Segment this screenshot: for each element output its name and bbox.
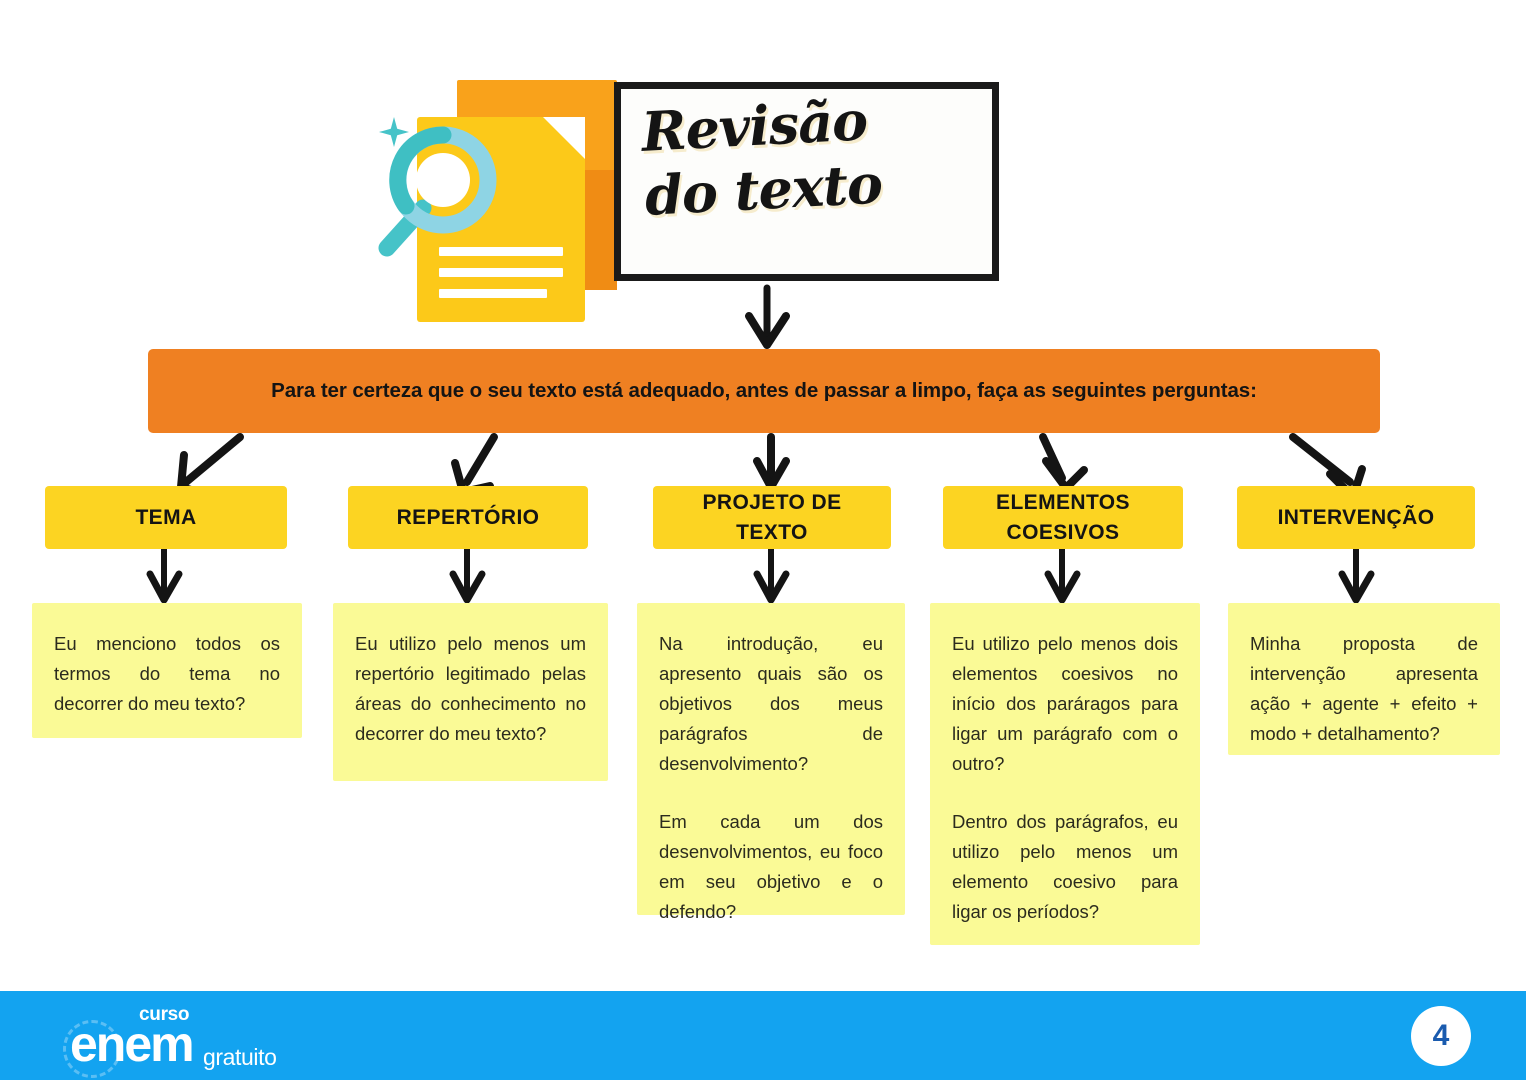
document-text-lines	[439, 247, 563, 310]
logo-enem-text: enem	[70, 1016, 195, 1072]
page-fold-icon	[543, 117, 585, 159]
question-text: Minha proposta de intervenção apresenta …	[1250, 633, 1478, 744]
category-box-repertorio[interactable]: REPERTÓRIO	[348, 486, 588, 549]
category-box-intervencao[interactable]: INTERVENÇÃO	[1237, 486, 1475, 549]
logo-gratuito-text: gratuito	[203, 1044, 277, 1070]
doc-line	[439, 268, 563, 277]
page-number-badge: 4	[1411, 1006, 1471, 1066]
category-label: TEMA	[135, 505, 197, 529]
header-section: Revisão do texto	[0, 0, 1526, 340]
question-text: Na introdução, eu apresento quais são os…	[659, 633, 883, 774]
category-label: ELEMENTOS COESIVOS	[996, 490, 1130, 544]
footer-bar: curso enem gratuito	[0, 991, 1526, 1080]
category-label: PROJETO DE TEXTO	[702, 490, 842, 544]
instruction-banner-text: Para ter certeza que o seu texto está ad…	[271, 379, 1257, 402]
brand-logo[interactable]: curso enem gratuito	[63, 1001, 323, 1078]
category-label: REPERTÓRIO	[396, 505, 540, 529]
arrow-banner-to-repertorio	[451, 433, 498, 496]
question-card-projeto-de-texto: Na introdução, eu apresento quais são os…	[637, 603, 905, 922]
document-illustration	[375, 75, 635, 330]
sparkle-icon	[379, 117, 409, 147]
question-text: Eu utilizo pelo menos um repertório legi…	[355, 633, 586, 744]
arrow-elementos-to-card	[1044, 546, 1081, 604]
question-text: Eu menciono todos os termos do tema no d…	[54, 633, 280, 714]
page-title: Revisão do texto	[640, 88, 884, 228]
arrow-banner-to-elementos	[1039, 433, 1088, 492]
doc-line	[439, 247, 563, 256]
category-box-tema[interactable]: TEMA	[45, 486, 287, 549]
question-text: Eu utilizo pelo menos dois elementos coe…	[952, 633, 1178, 774]
category-box-projeto-de-texto[interactable]: PROJETO DE TEXTO	[653, 486, 891, 549]
arrow-repertorio-to-card	[449, 546, 486, 604]
arrow-tema-to-card	[146, 546, 183, 604]
question-card-tema: Eu menciono todos os termos do tema no d…	[32, 603, 302, 738]
title-frame	[614, 82, 999, 281]
arrow-projeto-to-card	[753, 546, 790, 604]
arrow-intervencao-to-card	[1338, 546, 1375, 604]
logo-ring-icon	[63, 1020, 121, 1078]
logo-curso-text: curso	[139, 1004, 190, 1025]
instruction-banner: Para ter certeza que o seu texto está ad…	[148, 349, 1380, 433]
page-number: 4	[1432, 1019, 1450, 1052]
question-text-secondary: Em cada um dos desenvolvimentos, eu foco…	[659, 811, 883, 922]
category-box-elementos-coesivos[interactable]: ELEMENTOS COESIVOS	[943, 486, 1183, 549]
doc-line	[439, 289, 547, 298]
question-card-repertorio: Eu utilizo pelo menos um repertório legi…	[333, 603, 608, 781]
question-text-secondary: Dentro dos parágrafos, eu utilizo pelo m…	[952, 811, 1178, 922]
arrow-banner-to-projeto	[753, 433, 790, 491]
category-label: INTERVENÇÃO	[1277, 505, 1435, 529]
question-card-intervencao: Minha proposta de intervenção apresenta …	[1228, 603, 1500, 755]
question-card-elementos-coesivos: Eu utilizo pelo menos dois elementos coe…	[930, 603, 1200, 945]
magnifier-icon	[378, 126, 497, 257]
